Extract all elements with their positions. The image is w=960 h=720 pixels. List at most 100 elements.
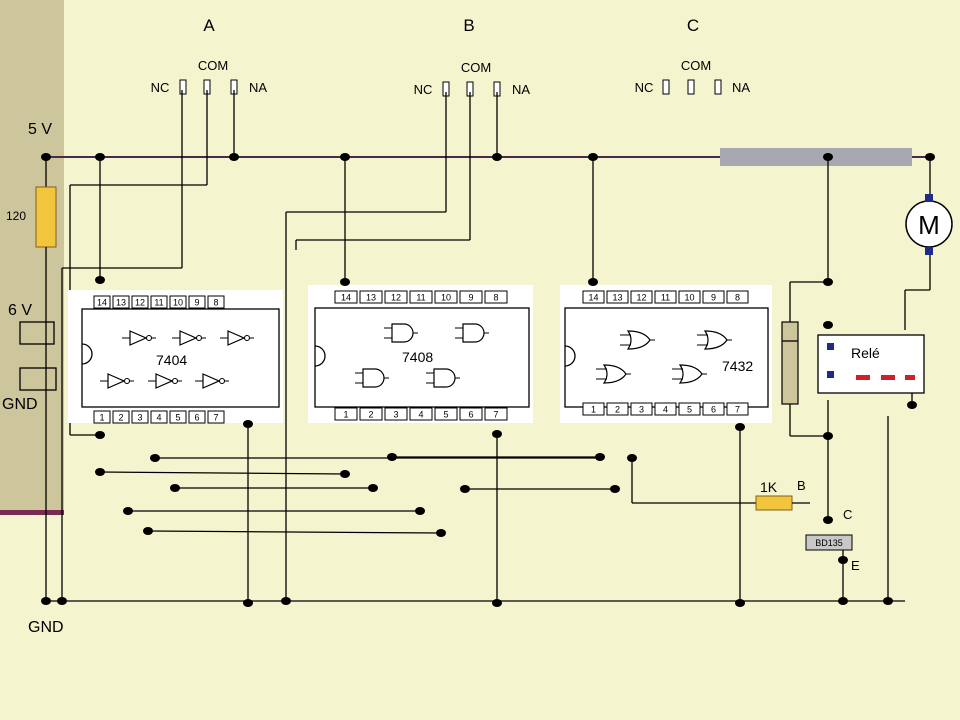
chip-pin-box <box>93 410 111 424</box>
supply-resistor <box>35 186 57 248</box>
chip-pin-number: 9 <box>194 298 199 308</box>
base-resistor-label: 1K <box>760 479 778 495</box>
chip-pin-box <box>334 290 358 304</box>
junction-dot <box>41 597 51 605</box>
chip-pin-box <box>384 290 408 304</box>
chip-pin-number: 13 <box>366 293 376 303</box>
chip-pin-box <box>459 290 483 304</box>
chip-pin-box <box>630 290 653 304</box>
chip-pin-box <box>702 290 725 304</box>
switch-a-na-label: NA <box>249 80 267 95</box>
not-gate-icon <box>122 330 156 346</box>
junction-dot <box>823 153 833 161</box>
junction-dots <box>41 153 935 607</box>
chip-pin-number: 6 <box>468 410 473 420</box>
chip-pin-box <box>702 402 725 416</box>
junction-dot <box>627 454 637 462</box>
junction-dot <box>143 527 153 535</box>
and-gate-icon <box>426 368 460 388</box>
chip-pin-number: 2 <box>615 405 620 415</box>
chip-pin-number: 3 <box>137 413 142 423</box>
chip-pin-number: 4 <box>156 413 161 423</box>
chip-pin-number: 2 <box>368 410 373 420</box>
junction-dot <box>907 401 917 409</box>
chip-pin-number: 14 <box>588 293 598 303</box>
switch-b-nc-label: NC <box>414 82 433 97</box>
junction-dot <box>838 597 848 605</box>
chip-pin-box <box>726 290 749 304</box>
chip-pin-box <box>678 402 701 416</box>
chip-pin-number: 3 <box>639 405 644 415</box>
input-b-label: B <box>463 16 474 35</box>
chip-pin-box <box>434 290 458 304</box>
switch-c: COM NC NA <box>635 58 751 95</box>
chip-pin-number: 8 <box>493 293 498 303</box>
chip-pin-number: 13 <box>612 293 622 303</box>
chip-pin-number: 1 <box>343 410 348 420</box>
chip-pin-number: 14 <box>97 298 107 308</box>
junction-dot <box>41 153 51 161</box>
chip-pin-number: 11 <box>661 293 670 303</box>
chip-pin-box <box>131 295 149 309</box>
chip-pin-box <box>654 290 677 304</box>
chip-pin-number: 12 <box>135 298 145 308</box>
junction-dot <box>95 431 105 439</box>
junction-dot <box>460 485 470 493</box>
chip-pin-number: 7 <box>735 405 740 415</box>
chip-pin-box <box>169 295 187 309</box>
chip-pin-box <box>207 410 225 424</box>
chip-pin-box <box>434 407 458 421</box>
or-gate-icon <box>672 364 707 384</box>
diode <box>781 321 799 405</box>
relay-label: Relé <box>851 345 880 361</box>
relay <box>817 334 925 394</box>
chip-pin-box <box>169 410 187 424</box>
chip-pin-number: 11 <box>154 298 163 308</box>
chip-pin-number: 4 <box>663 405 668 415</box>
supply-resistor-label: 120 <box>6 209 26 223</box>
junction-dot <box>340 153 350 161</box>
chip-pin-box <box>678 290 701 304</box>
supply-gnd-top-label: GND <box>2 396 38 413</box>
chip-pin-number: 1 <box>591 405 596 415</box>
junction-dot <box>95 276 105 284</box>
chip-7404: 7404 <box>68 290 283 423</box>
chip-7432: 7 4 3 2 <box>560 285 772 423</box>
junction-dot <box>170 484 180 492</box>
supply-wiring <box>19 90 183 601</box>
terminal-6v <box>19 321 55 345</box>
chip-pin-box <box>150 410 168 424</box>
transistor-pin-b: B <box>797 478 806 493</box>
chip-pin-box <box>188 410 206 424</box>
terminal-strip <box>720 148 912 166</box>
switch-b-na-label: NA <box>512 82 530 97</box>
switch-a: COM NC NA <box>151 58 268 95</box>
switch-wiring <box>69 90 498 601</box>
junction-dot <box>925 153 935 161</box>
chip-pin-box <box>112 295 130 309</box>
junction-dot <box>123 507 133 515</box>
chip-pin-number: 1 <box>99 413 104 423</box>
switch-b: COM NC NA <box>414 60 531 97</box>
transistor-pin-c: C <box>843 507 852 522</box>
base-resistor <box>755 495 793 511</box>
or-gate-icon <box>596 364 631 384</box>
chip-pin-box <box>112 410 130 424</box>
chip-pin-number: 5 <box>443 410 448 420</box>
junction-dot <box>387 453 397 461</box>
junction-dot <box>735 599 745 607</box>
chip-7404-label: 7404 <box>156 352 187 368</box>
chip-pin-number: 10 <box>173 298 183 308</box>
chip-pin-number: 5 <box>175 413 180 423</box>
input-a-label: A <box>203 16 215 35</box>
chip-pin-number: 10 <box>441 293 451 303</box>
junction-dot <box>735 423 745 431</box>
output-stage: M Relé 1K B C BD135 E <box>755 157 953 601</box>
chip-pin-number: 2 <box>118 413 123 423</box>
motor-label: M <box>918 210 940 240</box>
or-gate-icon <box>697 330 732 350</box>
supply-5v-label: 5 V <box>28 121 52 138</box>
junction-dot <box>95 153 105 161</box>
chip-pin-box <box>606 290 629 304</box>
